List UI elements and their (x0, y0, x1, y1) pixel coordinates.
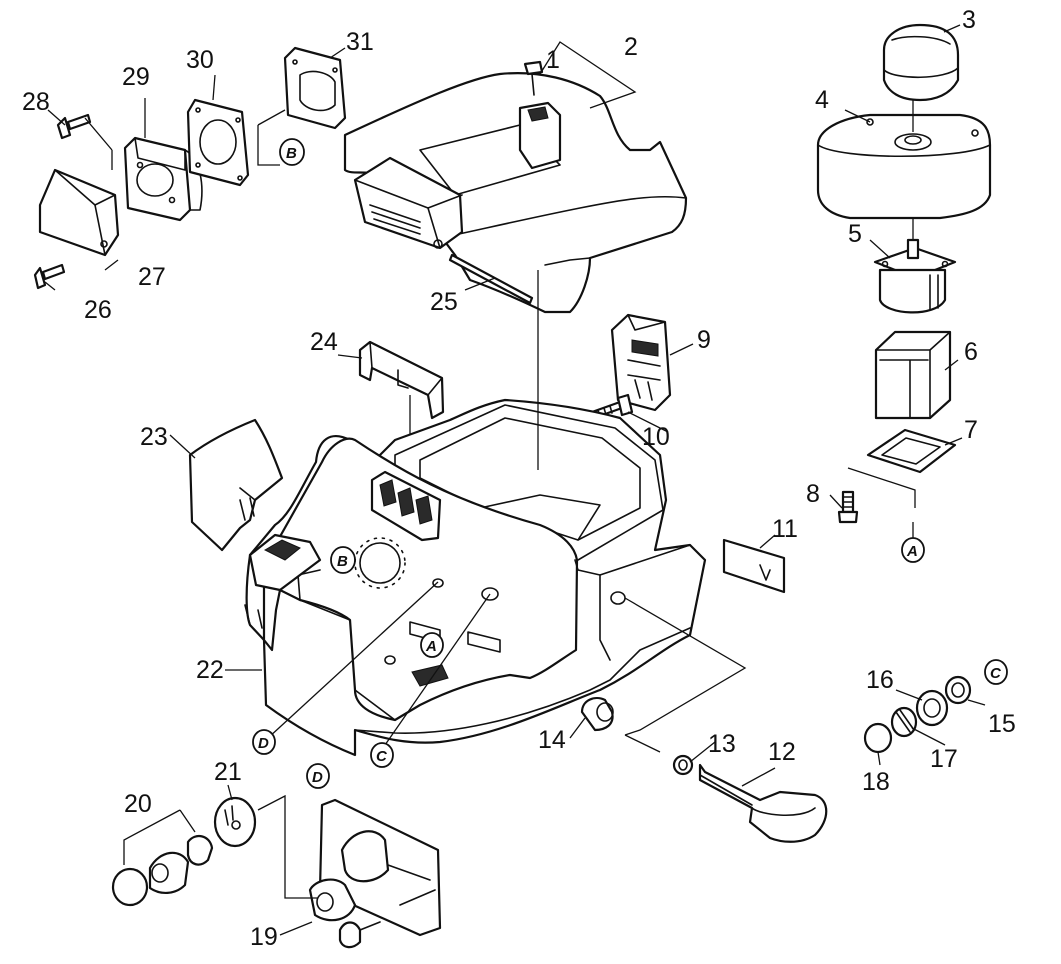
part-label-10: 10 (642, 423, 670, 451)
part-label-24: 24 (310, 328, 338, 356)
part-label-4: 4 (815, 86, 829, 114)
ref-marker-b-body-label: B (337, 553, 348, 570)
ref-marker-c-right-label: C (990, 665, 1002, 682)
part-17-grommet (890, 706, 918, 738)
ref-marker-a-right-label: A (906, 543, 918, 560)
part-label-8: 8 (806, 480, 820, 508)
part-6-box (874, 330, 952, 420)
part-label-20: 20 (124, 790, 152, 818)
part-20-knob (111, 834, 214, 907)
part-label-12: 12 (768, 738, 796, 766)
part-24-handle (358, 340, 445, 420)
part-label-17: 17 (930, 745, 958, 773)
part-2-top-cover (343, 72, 688, 314)
part-label-14: 14 (538, 726, 566, 754)
part-3-knob (882, 23, 960, 102)
part-label-25: 25 (430, 288, 458, 316)
part-label-7: 7 (964, 416, 978, 444)
part-31-flange (283, 46, 347, 130)
part-26-screw (33, 263, 66, 290)
ref-marker-a-right: A (901, 537, 925, 563)
part-29-socket (123, 136, 203, 222)
part-18-cap (863, 722, 893, 754)
part-8-screw (837, 490, 859, 524)
part-11-plate (722, 538, 786, 594)
part-21-disc (213, 796, 257, 848)
part-13-ring (672, 754, 694, 776)
part-label-6: 6 (964, 338, 978, 366)
part-label-28: 28 (22, 88, 50, 116)
part-label-9: 9 (697, 326, 711, 354)
part-label-16: 16 (866, 666, 894, 694)
part-label-1: 1 (546, 46, 560, 74)
part-16-nut (915, 689, 949, 727)
part-label-30: 30 (186, 46, 214, 74)
part-label-15: 15 (988, 710, 1016, 738)
ref-marker-a-body: A (420, 632, 444, 658)
part-14-grommet (580, 696, 614, 732)
ref-marker-a-body-label: A (425, 638, 437, 655)
part-label-13: 13 (708, 730, 736, 758)
part-label-2: 2 (624, 33, 638, 61)
part-label-31: 31 (346, 28, 374, 56)
part-label-23: 23 (140, 423, 168, 451)
part-label-21: 21 (214, 758, 242, 786)
ref-marker-d-body-label: D (258, 735, 269, 752)
part-4-housing (816, 113, 992, 220)
ref-marker-b-top: B (279, 138, 305, 166)
part-label-29: 29 (122, 63, 150, 91)
part-label-19: 19 (250, 923, 278, 951)
part-label-22: 22 (196, 656, 224, 684)
part-label-5: 5 (848, 220, 862, 248)
part-label-11: 11 (772, 515, 798, 543)
part-22-main-body (244, 398, 707, 757)
ref-marker-d-body: D (252, 729, 276, 755)
part-19-valve (308, 798, 442, 949)
part-7-gasket (866, 428, 957, 474)
ref-marker-c-body-label: C (376, 748, 388, 765)
part-label-3: 3 (962, 6, 976, 34)
ref-marker-b-body: B (330, 546, 356, 574)
part-label-26: 26 (84, 296, 112, 324)
ref-marker-d-lower-label: D (312, 769, 323, 786)
part-label-18: 18 (862, 768, 890, 796)
part-27-cover (38, 168, 120, 257)
part-28-screw (56, 113, 92, 140)
part-12-key (698, 763, 828, 843)
part-30-gasket (186, 98, 250, 187)
ref-marker-c-right: C (984, 659, 1008, 685)
ref-marker-d-lower: D (306, 763, 330, 789)
part-9-latch (610, 313, 672, 412)
part-23-side-panel (188, 418, 284, 552)
part-label-27: 27 (138, 263, 166, 291)
part-5-switch (873, 238, 957, 314)
ref-marker-c-body: C (370, 742, 394, 768)
ref-marker-b-top-label: B (286, 145, 297, 162)
part-15-washer (944, 675, 972, 705)
